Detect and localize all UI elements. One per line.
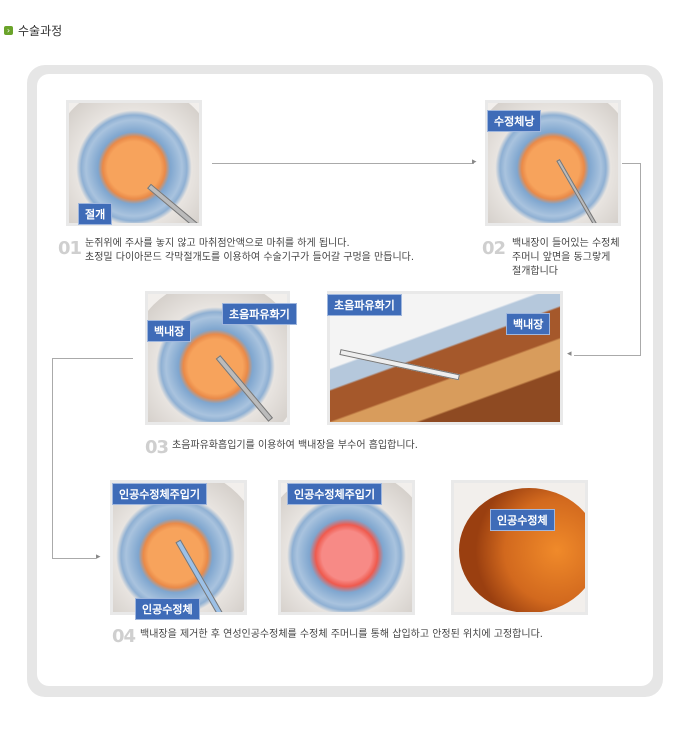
page-title: › 수술과정 <box>4 22 62 39</box>
connector-line <box>622 163 640 164</box>
arrow-right-icon: ▸ <box>96 552 101 562</box>
arrow-left-icon: ◂ <box>567 349 572 359</box>
connector-line <box>52 358 53 558</box>
arrow-right-icon: ▸ <box>472 157 477 167</box>
label-phaco: 초음파유화기 <box>222 303 297 325</box>
title-text: 수술과정 <box>18 24 63 38</box>
label-iol-injector: 인공수정체주입기 <box>112 483 207 505</box>
label-cataract: 백내장 <box>147 320 192 342</box>
connector-line <box>52 358 133 359</box>
connector-line <box>212 163 474 164</box>
step1-number: 01 <box>58 238 82 259</box>
step2-number: 02 <box>482 238 506 259</box>
connector-line <box>640 163 641 356</box>
label-iol-globe: 인공수정체 <box>490 509 555 531</box>
step4-image-globe <box>451 480 588 615</box>
label-iol-injector-2: 인공수정체주입기 <box>287 483 382 505</box>
step4-description: 백내장을 제거한 후 연성인공수정체를 수정체 주머니를 통해 삽입하고 안정된… <box>140 629 543 640</box>
step3-description: 초음파유화흡입기를 이용하여 백내장을 부수어 흡입합니다. <box>172 440 418 451</box>
step1-description: 눈쥐위에 주사를 놓지 않고 마취점안액으로 마취를 하게 됩니다.초정밀 다이… <box>85 238 415 263</box>
step4-number: 04 <box>112 626 136 647</box>
label-iol: 인공수정체 <box>135 598 200 620</box>
label-incision: 절개 <box>78 203 113 225</box>
label-cataract-section: 백내장 <box>506 313 551 335</box>
bullet-arrow-icon: › <box>4 26 13 35</box>
step3-number: 03 <box>145 437 169 458</box>
connector-line <box>52 558 96 559</box>
label-capsule: 수정체낭 <box>487 110 542 132</box>
connector-line <box>574 355 640 356</box>
label-phaco-section: 초음파유화기 <box>327 294 402 316</box>
